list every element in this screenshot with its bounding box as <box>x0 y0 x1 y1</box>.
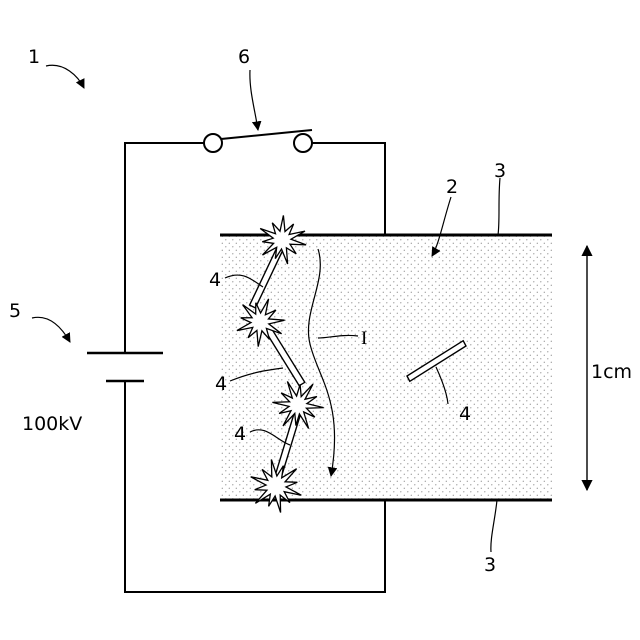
label-particle-b: 4 <box>215 373 227 395</box>
label-electrode-bottom: 3 <box>484 554 496 576</box>
label-particle-d: 4 <box>459 403 471 425</box>
leader-electrode-top <box>498 178 500 235</box>
label-device: 1 <box>28 46 40 68</box>
leader-electrode-bottom <box>491 500 497 552</box>
battery-source <box>87 353 163 381</box>
label-electrode-top: 3 <box>494 160 506 182</box>
switch-contact-left <box>204 134 222 152</box>
label-particle-c: 4 <box>234 423 246 445</box>
label-switch: 6 <box>238 46 250 68</box>
voltage-label: 100kV <box>22 413 82 435</box>
switch <box>204 130 312 152</box>
label-particle-a: 4 <box>209 269 221 291</box>
switch-contact-right <box>294 134 312 152</box>
leader-device <box>46 65 84 88</box>
gap-label: 1cm <box>591 361 632 383</box>
label-current: I <box>361 328 367 349</box>
label-source: 5 <box>9 300 21 322</box>
leader-switch <box>250 70 258 130</box>
leader-source <box>32 317 70 342</box>
label-dielectric: 2 <box>446 176 458 198</box>
